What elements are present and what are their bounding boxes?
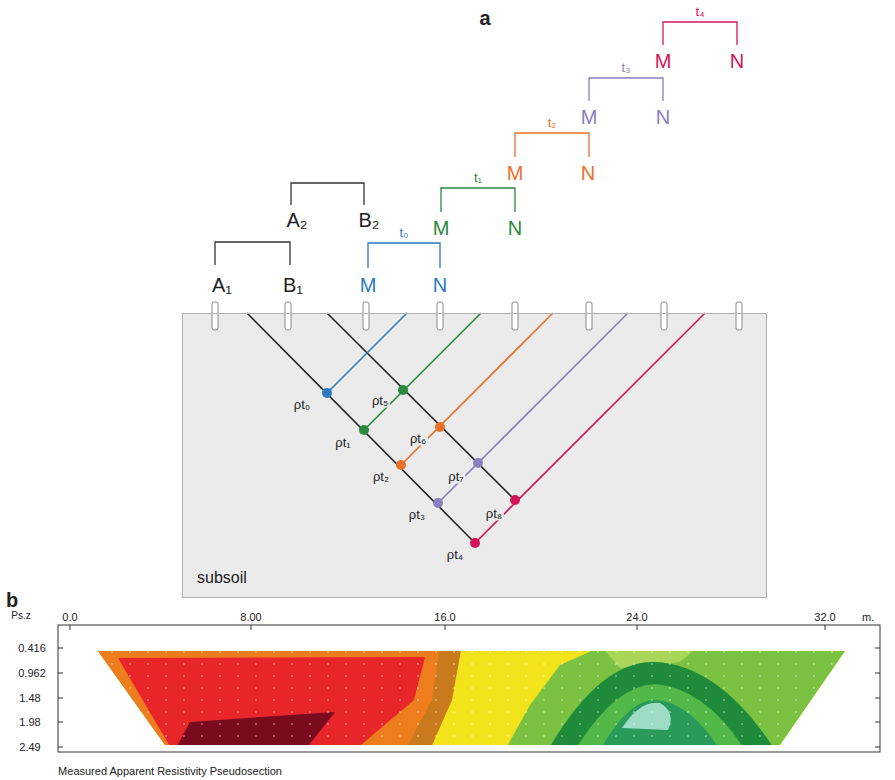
axis-value: 0.416 — [18, 643, 46, 654]
resistivity-point-label: ρt₄ — [445, 547, 465, 562]
resistivity-point-label: ρt₅ — [370, 393, 390, 408]
axis-value: 1.48 — [19, 693, 40, 704]
time-step: t₄ — [696, 5, 705, 18]
axis-value: 16.0 — [434, 612, 455, 623]
axis-value: 2.49 — [19, 742, 40, 753]
panel-letter: a — [479, 8, 490, 28]
resistivity-point-label: ρt₁ — [333, 435, 352, 450]
electrode-name: N — [508, 218, 522, 238]
panel-letter: b — [6, 590, 18, 610]
axis-value: 8.00 — [240, 612, 261, 623]
pseudosection-fill — [90, 645, 850, 750]
subsoil-ground — [182, 313, 767, 598]
axis-value: 0.962 — [18, 668, 46, 679]
electrode-name: N — [433, 275, 447, 295]
axis-ticks — [58, 625, 880, 747]
time-step: t₂ — [548, 116, 557, 129]
resistivity-point-label: ρt₆ — [408, 431, 428, 446]
electrode-name: N — [581, 163, 595, 183]
time-step: t₃ — [622, 61, 631, 74]
resistivity-point-label: ρt₇ — [446, 469, 465, 484]
electrode-name: N — [656, 107, 670, 127]
electrode-name: B₁ — [283, 275, 303, 295]
electrode-name: B₂ — [358, 210, 379, 230]
electrode-name: M — [655, 51, 672, 71]
axis-value: 1.98 — [19, 717, 40, 728]
time-step: t₀ — [399, 226, 408, 239]
axis-unit: m. — [862, 612, 874, 623]
resistivity-point-label: ρt₀ — [292, 397, 312, 412]
electrode-name: N — [730, 51, 744, 71]
time-step: t₁ — [474, 171, 482, 184]
depth-lines — [247, 313, 705, 543]
plot-frame — [58, 625, 880, 752]
plot-caption: Measured Apparent Resistivity Pseudosect… — [58, 766, 282, 777]
resistivity-point-label: ρt₂ — [371, 469, 391, 484]
electrode-name: M — [360, 275, 377, 295]
resistivity-point-label: ρt₃ — [407, 507, 427, 522]
axis-value: 32.0 — [814, 612, 835, 623]
axis-value: 0.0 — [62, 612, 77, 623]
electrode-name: M — [433, 218, 450, 238]
resistivity-point-label: ρt₈ — [484, 506, 504, 521]
electrode-name: M — [507, 163, 524, 183]
electrode-name: M — [581, 107, 598, 127]
electrode-name: A₂ — [286, 210, 307, 230]
electrode-brackets — [215, 22, 737, 268]
measurement-points — [322, 385, 520, 548]
electrode-name: A₁ — [212, 275, 232, 295]
axis-title: Ps.z — [11, 611, 30, 621]
region-label: subsoil — [197, 569, 247, 587]
axis-value: 24.0 — [626, 612, 647, 623]
subsoil-box: subsoil — [182, 313, 767, 598]
